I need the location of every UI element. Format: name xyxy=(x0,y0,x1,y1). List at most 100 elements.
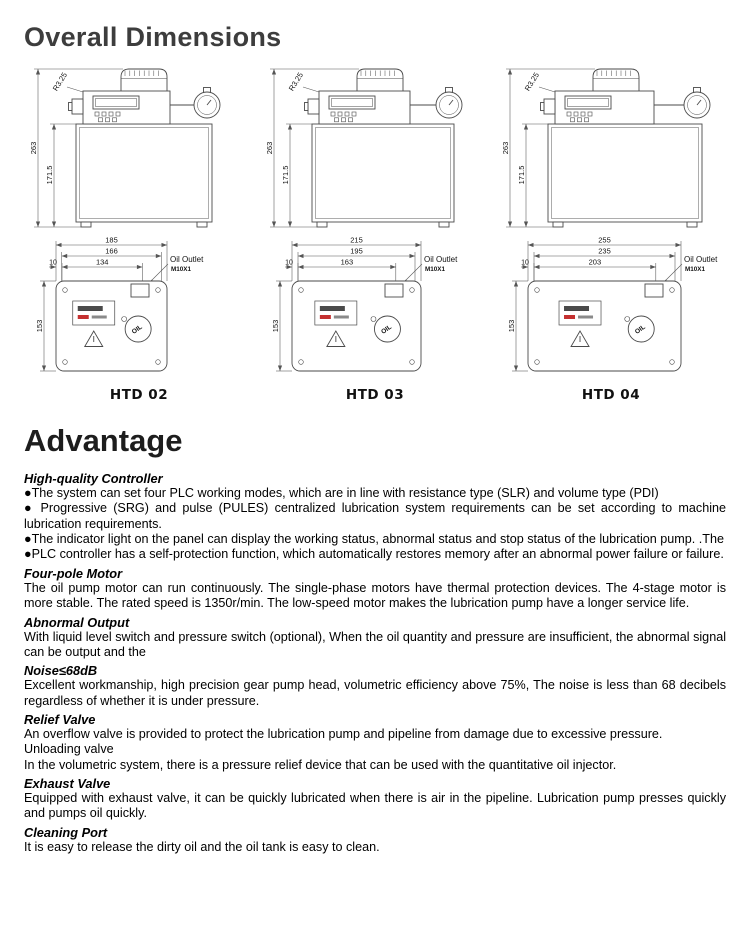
oil-cap-label: OIL xyxy=(634,324,647,336)
dim-tank-height: 171.5 xyxy=(45,166,54,185)
advantage-text-line: An overflow valve is provided to protect… xyxy=(24,726,663,741)
advantage-text-line: In the volumetric system, there is a pre… xyxy=(24,757,617,772)
dimension-drawings: 263 171.5 R3.25 185 166 134 xyxy=(24,59,726,403)
front-view-drawing-2: 263 171.5 R3.25 xyxy=(501,68,711,228)
side-connector xyxy=(307,98,320,115)
control-buttons xyxy=(94,111,121,123)
oil-outlet-label: Oil Outlet xyxy=(684,255,718,264)
advantage-text-line: With liquid level switch and pressure sw… xyxy=(24,629,726,659)
front-view-drawing-0: 263 171.5 R3.25 xyxy=(29,68,221,228)
foot-right xyxy=(196,221,208,228)
mount-hole xyxy=(669,359,675,365)
mount-hole xyxy=(534,359,540,365)
advantage-heading: Noise≤68dB xyxy=(24,663,98,679)
advantage-heading: High-quality Controller xyxy=(24,471,163,486)
model-label: HTD 03 xyxy=(345,387,405,403)
advantage-heading: Four-pole Motor xyxy=(24,565,123,581)
outlet-thread-label: M10X1 xyxy=(425,266,445,273)
advantage-text-line: Unloading valve xyxy=(24,742,114,757)
dim-tank-height: 171.5 xyxy=(517,166,526,185)
front-dim-lines xyxy=(34,68,123,228)
outlet-thread-label: M10X1 xyxy=(685,266,705,273)
control-buttons xyxy=(330,111,357,123)
mount-hole xyxy=(298,287,304,293)
dim-total-height: 263 xyxy=(265,142,274,155)
advantage-heading: Relief Valve xyxy=(24,711,96,727)
advantage-heading: Exhaust Valve xyxy=(24,776,111,792)
motor-cap xyxy=(592,68,640,91)
motor-cap xyxy=(356,68,404,91)
foot-left xyxy=(80,221,92,228)
foot-left xyxy=(316,221,328,228)
pump-front-body xyxy=(68,68,221,228)
top-view-drawing-1: 215 195 163 10 153 Oil Outlet M10X1 OIL xyxy=(271,236,458,372)
motor-cap xyxy=(120,68,168,91)
advantage-text-line: It is easy to release the dirty oil and … xyxy=(24,839,380,854)
oil-cap-label: OIL xyxy=(380,324,393,336)
advantage-text-line: ●PLC controller has a self-protection fu… xyxy=(24,547,724,562)
dim-edge-offset: 10 xyxy=(285,260,293,267)
drawing-htd03: 263 171.5 R3.25 215 195 163 xyxy=(260,59,490,403)
dim-corner-radius: R3.25 xyxy=(51,71,69,93)
nameplate xyxy=(72,300,116,326)
control-buttons xyxy=(566,111,593,123)
nameplate xyxy=(558,300,602,326)
advantage-title: Advantage xyxy=(24,423,183,458)
mount-hole xyxy=(62,359,68,365)
model-label: HTD 02 xyxy=(109,387,169,403)
pump-front-body xyxy=(540,68,711,228)
advantage-heading: Abnormal Output xyxy=(24,614,130,630)
nameplate xyxy=(314,300,358,326)
pump-top-body xyxy=(291,280,422,372)
mount-hole xyxy=(669,287,675,293)
oil-fill-cap xyxy=(374,315,401,343)
oil-outlet-label: Oil Outlet xyxy=(170,255,204,264)
mount-hole xyxy=(298,359,304,365)
dim-overall-width: 255 xyxy=(598,236,611,245)
dim-mid-width: 235 xyxy=(598,247,611,256)
mount-hole xyxy=(409,287,415,293)
oil-outlet-port xyxy=(130,283,150,298)
advantage-text-line: Excellent workmanship, high precision ge… xyxy=(24,678,726,708)
advantage-section: High-quality Controller●The system can s… xyxy=(24,471,726,563)
advantage-text-line: ● Progressive (SRG) and pulse (PULES) ce… xyxy=(24,501,726,531)
oil-outlet-label: Oil Outlet xyxy=(424,255,458,264)
pump-top-body xyxy=(55,280,168,372)
front-dim-arrows xyxy=(271,69,293,227)
dim-depth: 153 xyxy=(35,320,44,333)
oil-fill-cap xyxy=(627,315,655,343)
oil-fill-cap xyxy=(124,315,152,343)
dim-inner-width: 163 xyxy=(341,258,354,267)
advantage-sections: High-quality Controller●The system can s… xyxy=(24,471,726,855)
dim-corner-radius: R3.25 xyxy=(287,71,305,93)
dim-overall-width: 185 xyxy=(105,236,118,245)
front-dim-arrows xyxy=(507,69,529,227)
dim-edge-offset: 10 xyxy=(49,260,57,267)
side-connector xyxy=(543,98,556,115)
dim-depth: 153 xyxy=(271,320,280,333)
mount-hole xyxy=(409,359,415,365)
mount-hole xyxy=(534,287,540,293)
pump-front-body xyxy=(304,68,463,228)
dim-corner-radius: R3.25 xyxy=(523,71,541,93)
dimensions-title: Overall Dimensions xyxy=(24,22,282,52)
advantage-text-line: ●The indicator light on the panel can di… xyxy=(24,532,724,547)
oil-outlet-port xyxy=(384,283,404,298)
advantage-text-line: The oil pump motor can run continuously.… xyxy=(24,580,726,611)
side-connector xyxy=(71,98,84,115)
pump-top-body xyxy=(527,280,682,372)
dim-inner-width: 203 xyxy=(589,258,602,267)
dim-inner-width: 134 xyxy=(96,258,109,267)
front-dim-lines xyxy=(506,68,595,228)
front-dim-arrows xyxy=(35,69,57,227)
advantage-text-line: ●The system can set four PLC working mod… xyxy=(24,486,659,500)
mount-hole xyxy=(155,287,161,293)
advantage-text-line: Equipped with exhaust valve, it can be q… xyxy=(24,791,726,821)
